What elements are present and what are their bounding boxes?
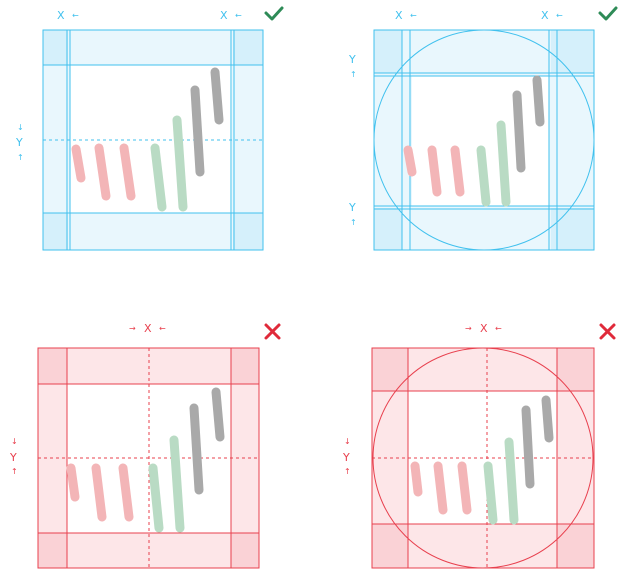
x-arrow: ←	[410, 11, 417, 20]
y-arrow-top: ↓	[11, 437, 18, 446]
corner-zone	[38, 533, 67, 568]
y-arrow-bottom: ↑	[11, 467, 18, 476]
logo-mark	[403, 75, 545, 207]
logo-mark	[66, 387, 225, 533]
x-arrow-right: ←	[495, 324, 502, 333]
corner-zone	[557, 524, 594, 568]
x-label: X	[541, 9, 549, 22]
corner-zone	[372, 348, 408, 391]
x-arrow-left: →	[465, 324, 472, 333]
y-label: Y	[9, 451, 17, 464]
corner-zone	[231, 348, 259, 384]
cross-icon	[599, 323, 616, 340]
corner-zone	[43, 30, 68, 65]
cross-icon	[264, 323, 281, 340]
guide-lines	[373, 29, 595, 251]
corner-zone	[551, 30, 594, 73]
corner-zone	[38, 348, 67, 384]
center-guides	[38, 348, 259, 568]
corner-zone	[374, 208, 402, 250]
logo-mark	[410, 395, 554, 525]
x-arrow: ←	[235, 11, 242, 20]
y-label: Y	[342, 451, 350, 464]
x-arrow-right: ←	[159, 324, 166, 333]
y-label: Y	[15, 136, 23, 149]
x-label: X	[144, 322, 152, 335]
panel-top-left: X ← X ← ↓ Y ↑	[15, 6, 284, 251]
x-label: X	[395, 9, 403, 22]
y-arrow-top: ↓	[344, 437, 351, 446]
y-label: Y	[348, 53, 356, 66]
corner-zone	[374, 30, 402, 73]
panel-top-right: X ← X ← Y ↑ Y ↑	[348, 6, 618, 251]
corner-zone	[231, 533, 259, 568]
y-arrow: ↑	[350, 218, 357, 227]
y-arrow-top: ↓	[17, 123, 24, 132]
x-label: X	[57, 9, 65, 22]
panel-bottom-right: → X ← ↓ Y ↑	[342, 322, 616, 569]
corner-zone	[43, 213, 68, 250]
corner-zone	[551, 208, 594, 250]
y-arrow: ↑	[350, 70, 357, 79]
x-arrow-left: →	[129, 324, 136, 333]
x-label: X	[480, 322, 488, 335]
panel-bottom-left: → X ← ↓ Y ↑	[9, 322, 281, 569]
logo-mark	[71, 67, 224, 212]
corner-zone	[372, 524, 408, 568]
y-label: Y	[348, 201, 356, 214]
x-arrow: ←	[556, 11, 563, 20]
center-guides	[372, 348, 594, 568]
y-arrow-bottom: ↑	[344, 467, 351, 476]
x-arrow: ←	[72, 11, 79, 20]
y-arrow-bottom: ↑	[17, 153, 24, 162]
content-area	[70, 65, 232, 213]
check-icon	[598, 6, 618, 21]
corner-zone	[557, 348, 594, 391]
check-icon	[264, 6, 284, 21]
corner-zone	[233, 30, 263, 65]
corner-zone	[233, 213, 263, 250]
x-label: X	[220, 9, 228, 22]
